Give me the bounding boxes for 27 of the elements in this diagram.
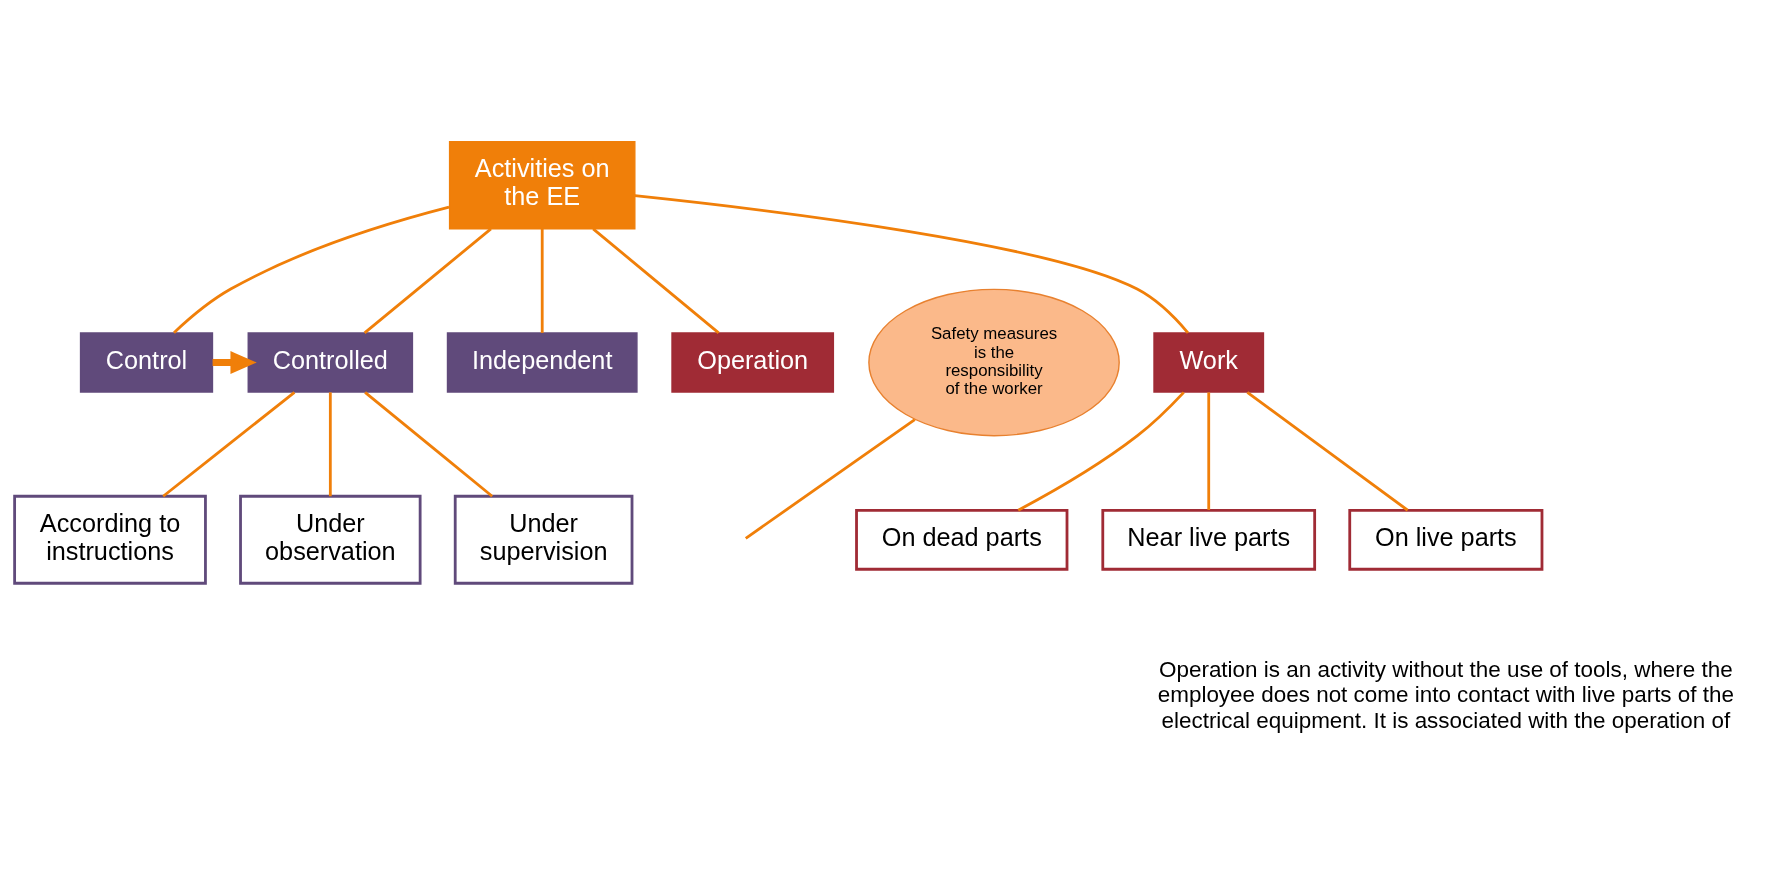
label: Operation is an activity without the use of tools, where the employee does not come into contact with live parts of the electrical equipment. It is associated with the operation of xyxy=(1157,656,1734,733)
connector xyxy=(634,193,1189,334)
connector xyxy=(540,228,544,333)
node-box: Near live parts xyxy=(1100,508,1316,571)
node-box: On live parts xyxy=(1347,508,1543,571)
connector xyxy=(591,227,720,334)
node-box: Work xyxy=(1152,331,1264,393)
connector xyxy=(363,390,493,497)
node-box: Under observation xyxy=(238,494,422,585)
node-ellipse: Safety measures is the responsibility of the worker xyxy=(867,288,1120,436)
connector xyxy=(172,205,449,334)
node-box: Independent xyxy=(446,331,638,393)
connector xyxy=(363,227,492,334)
connector xyxy=(328,391,332,496)
connector xyxy=(1017,390,1185,511)
node-box: Controlled xyxy=(247,331,413,393)
node-box: According to instructions xyxy=(12,494,207,585)
arrow xyxy=(212,350,257,374)
connector xyxy=(1246,390,1408,511)
node-box: Operation xyxy=(670,331,834,393)
connector xyxy=(744,417,916,539)
connector xyxy=(161,390,295,497)
connector xyxy=(1206,391,1210,510)
node-box: Under supervision xyxy=(453,494,633,585)
node-box: Control xyxy=(79,331,213,393)
node-box: Activities on the EE xyxy=(448,140,636,229)
node-box: On dead parts xyxy=(854,508,1068,571)
